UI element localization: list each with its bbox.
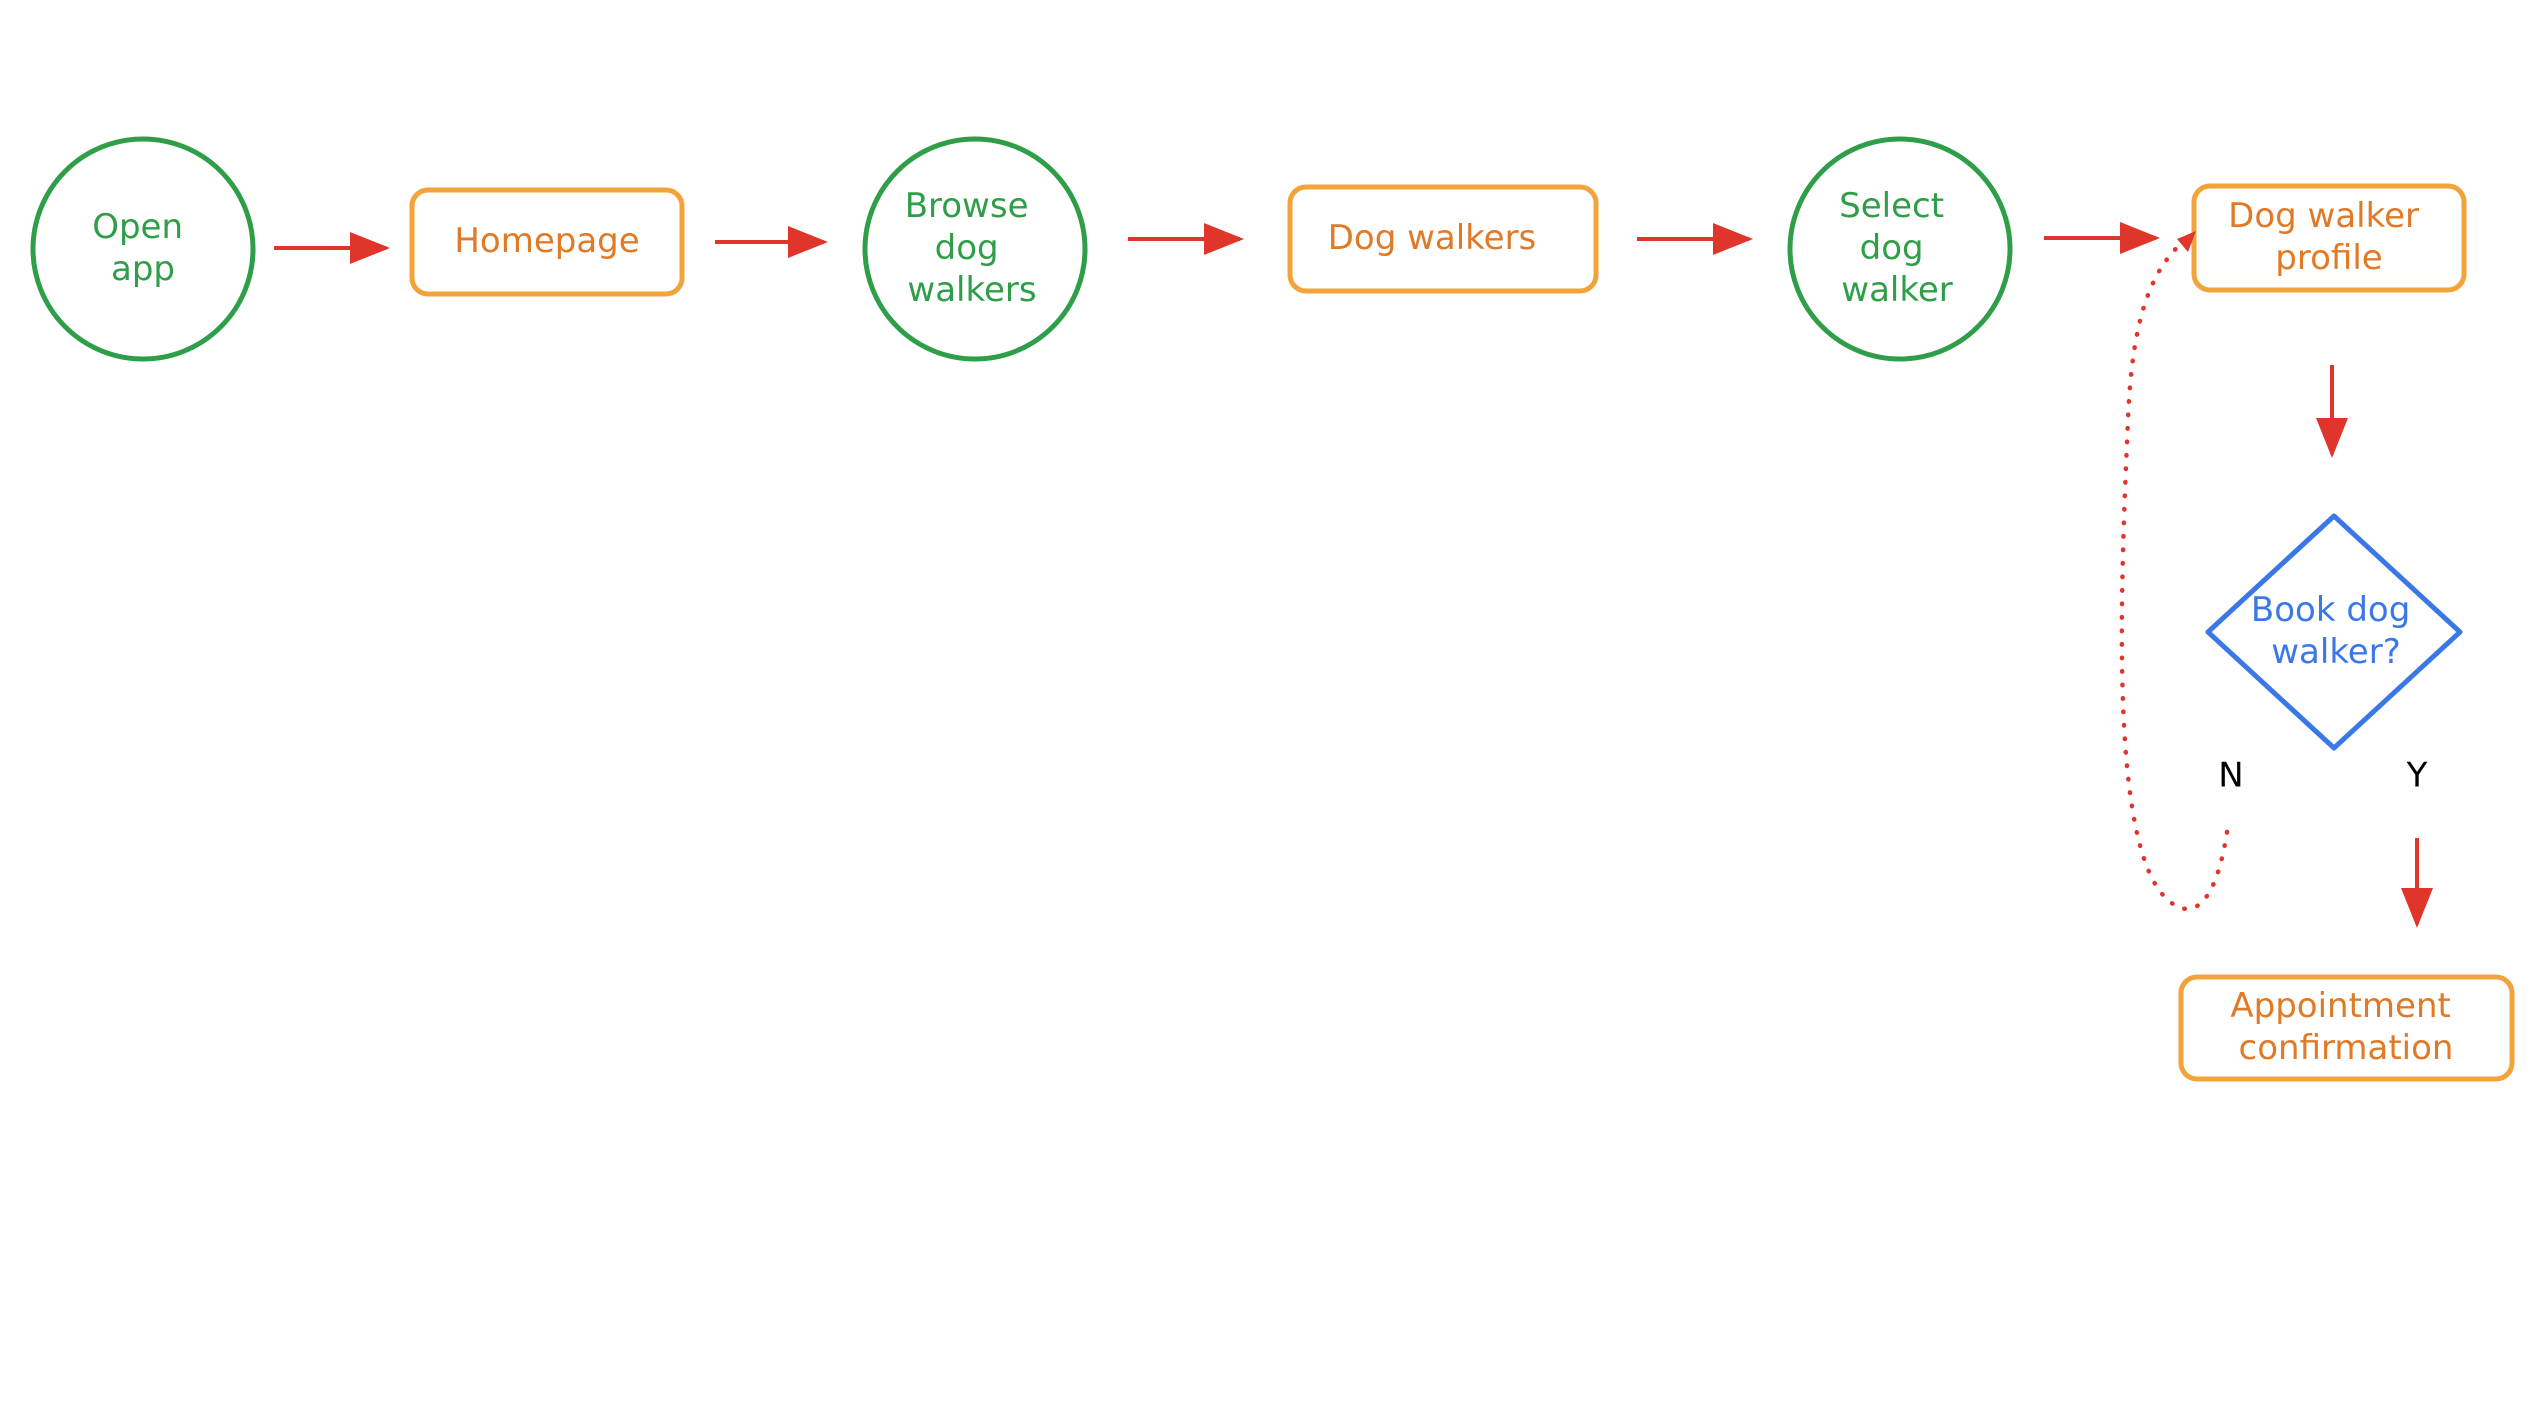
- node-dog-walkers: Dog walkers: [1287, 184, 1599, 294]
- open-app-line-1: Open: [92, 207, 183, 247]
- browse-line-2: dog: [935, 228, 999, 268]
- browse-label: Browse dog walkers: [905, 186, 1040, 310]
- browse-line-1: Browse: [905, 186, 1029, 226]
- select-line-1: Select: [1839, 186, 1944, 226]
- node-dog-walker-profile: Dog walker profile: [2191, 183, 2467, 293]
- homepage-label: Homepage: [454, 221, 639, 261]
- open-app-line-2: app: [111, 249, 175, 289]
- dog-walkers-line-1: Dog walkers: [1328, 218, 1537, 258]
- branch-yes-label: Y: [2406, 756, 2428, 796]
- decision-line-1: Book dog: [2251, 590, 2410, 630]
- node-appointment-confirmation: Appointment confirmation: [2178, 974, 2515, 1082]
- loop-arrowhead: [2177, 231, 2196, 252]
- node-select-dog-walker: Select dog walker: [1787, 136, 2013, 362]
- browse-circle: [862, 136, 1088, 362]
- dog-walkers-label: Dog walkers: [1328, 218, 1537, 258]
- select-line-3: walker: [1841, 270, 1952, 310]
- homepage-line-1: Homepage: [454, 221, 639, 261]
- profile-box: [2191, 183, 2467, 293]
- loop-no-to-profile: [2119, 237, 2230, 912]
- decision-diamond: [2205, 513, 2463, 751]
- node-homepage: Homepage: [409, 187, 685, 297]
- decision-label: Book dog walker?: [2251, 590, 2421, 672]
- select-line-2: dog: [1860, 228, 1924, 268]
- profile-line-1: Dog walker: [2228, 196, 2419, 236]
- confirmation-line-1: Appointment: [2230, 986, 2450, 1026]
- browse-line-3: walkers: [907, 270, 1036, 310]
- select-circle: [1787, 136, 2013, 362]
- select-label: Select dog walker: [1839, 186, 1955, 310]
- profile-label: Dog walker profile: [2228, 196, 2430, 278]
- node-open-app: Open app: [30, 136, 256, 362]
- node-browse-dog-walkers: Browse dog walkers: [862, 136, 1088, 362]
- homepage-box: [409, 187, 685, 297]
- open-app-label: Open app: [92, 207, 194, 289]
- confirmation-line-2: confirmation: [2239, 1028, 2454, 1068]
- confirmation-box: [2178, 974, 2515, 1082]
- profile-line-2: profile: [2275, 238, 2382, 278]
- open-app-circle: [30, 136, 256, 362]
- decision-line-2: walker?: [2271, 632, 2401, 672]
- branch-no-label: N: [2218, 756, 2243, 796]
- dog-walkers-box: [1287, 184, 1599, 294]
- node-book-decision: Book dog walker?: [2205, 513, 2463, 751]
- confirmation-label: Appointment confirmation: [2230, 986, 2461, 1068]
